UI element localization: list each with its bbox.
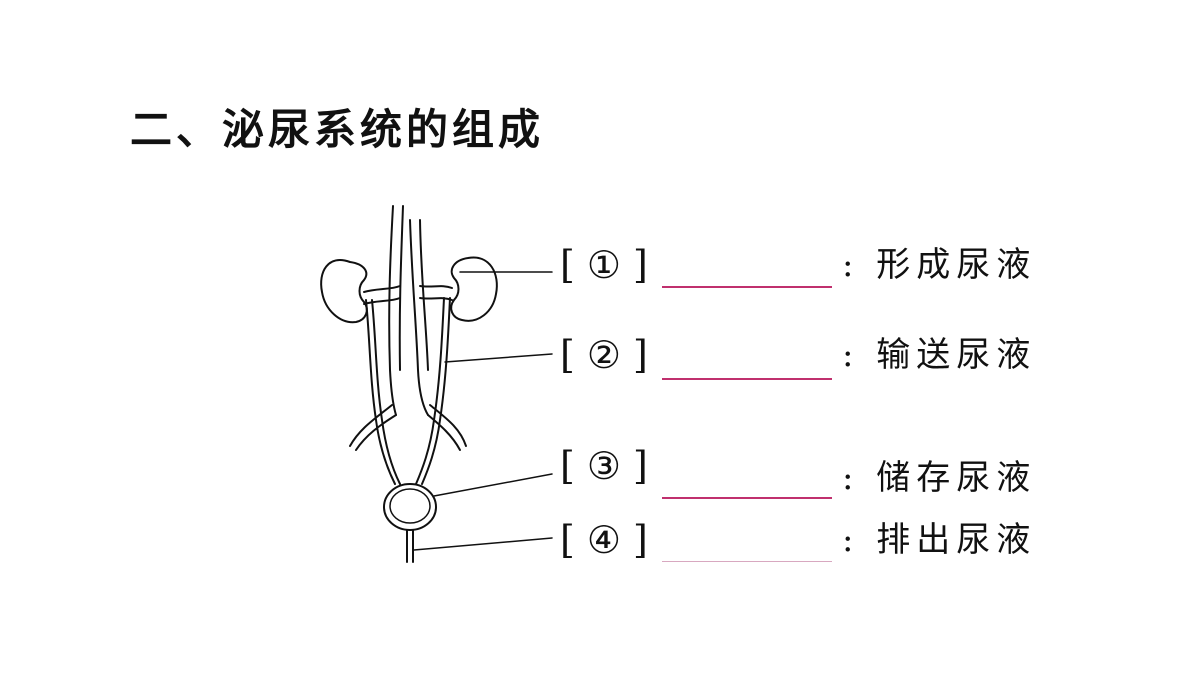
answer-blank[interactable] [662, 286, 832, 288]
left-kidney-shape [320, 259, 368, 324]
function-text: : 形成尿液 [842, 245, 1037, 285]
marker-1: [ ① ] [560, 243, 648, 287]
bladder-shape [383, 483, 437, 531]
right-kidney-shape [450, 256, 498, 322]
marker-4: [ ④ ] [560, 518, 648, 562]
urinary-system-icon [320, 205, 553, 563]
function-text: : 储存尿液 [842, 458, 1037, 498]
answer-blank[interactable] [662, 561, 832, 562]
function-text: : 输送尿液 [842, 335, 1037, 375]
function-text: : 排出尿液 [842, 520, 1037, 560]
marker-3: [ ③ ] [560, 444, 648, 488]
page-title: 二、泌尿系统的组成 [130, 105, 545, 154]
answer-blank[interactable] [662, 497, 832, 499]
answer-blank[interactable] [662, 378, 832, 380]
marker-2: [ ② ] [560, 333, 648, 377]
